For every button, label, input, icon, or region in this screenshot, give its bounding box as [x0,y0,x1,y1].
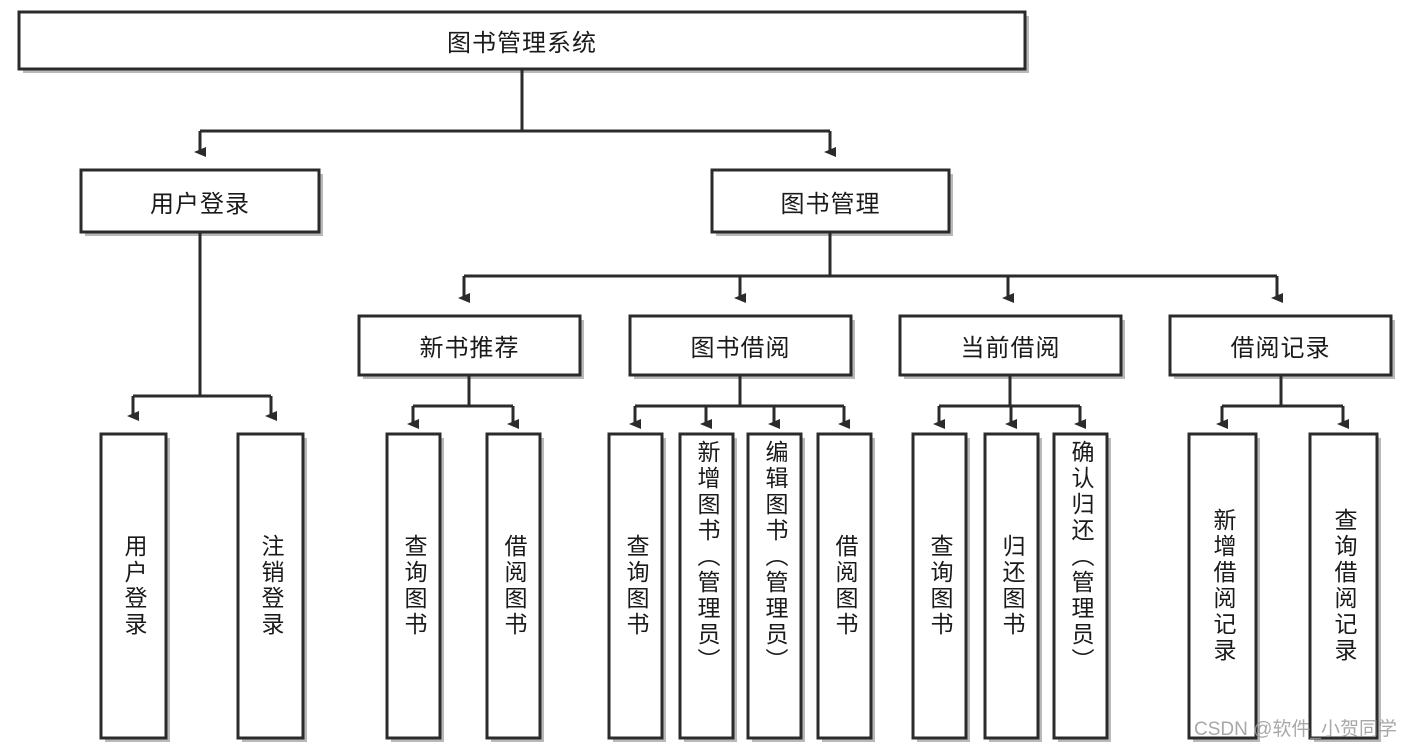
node-boxes [17,10,1393,740]
leaf-confirm-return-admin[interactable] [1052,432,1109,740]
leaf-user-logout[interactable] [236,432,305,740]
leaf-add-borrow-record[interactable] [1187,432,1258,740]
leaf-return-book[interactable] [983,432,1040,740]
node-user-login[interactable] [79,168,321,234]
leaf-query-book-new[interactable] [385,432,442,740]
node-current-borrow[interactable] [898,314,1123,377]
leaf-edit-book-admin[interactable] [746,432,803,740]
leaf-add-book-admin[interactable] [678,432,735,740]
leaf-query-borrow-record[interactable] [1308,432,1379,740]
node-root[interactable] [17,10,1027,71]
leaf-borrow-book-b[interactable] [816,432,873,740]
leaf-query-book-b[interactable] [607,432,664,740]
connector-edges [127,69,1349,429]
node-book-borrow[interactable] [628,314,853,377]
node-new-book-rec[interactable] [357,314,582,377]
leaf-user-login[interactable] [99,432,168,740]
node-borrow-record[interactable] [1168,314,1393,377]
leaf-query-book-c[interactable] [911,432,968,740]
leaf-borrow-book-new[interactable] [485,432,542,740]
node-book-mgmt[interactable] [710,168,951,234]
